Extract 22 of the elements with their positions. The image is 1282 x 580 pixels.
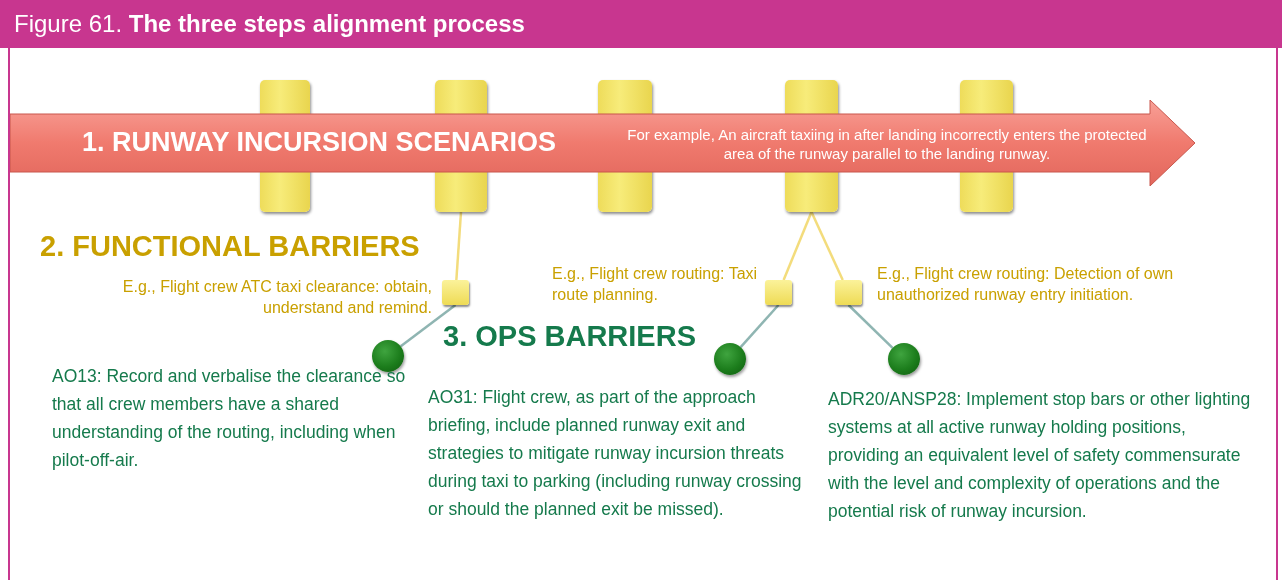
barrier-square [765,280,792,305]
connector-line [455,211,463,281]
connector-line [739,304,780,348]
caption-text: AO13: Record and verbalise the clearance so that all crew members have a shared understanding of the routing, including when pilot-off-air. [52,365,407,472]
connector-line [810,211,844,281]
caption-text: E.g., Flight crew routing: Taxi route planning. [552,264,759,305]
section-heading: 2. FUNCTIONAL BARRIERS [40,230,420,263]
barrier-square [835,280,862,305]
connector-line [400,304,457,348]
connector-line [847,304,894,349]
caption-text: E.g., Flight crew ATC taxi clearance: obtain, understand and remind. [121,277,432,318]
band-text: For example, An aircraft taxiing in after landing incorrectly enters the protected area of the runway parallel to the landing runway. [626,125,1148,163]
caption-text: ADR20/ANSP28: Implement stop bars or other lighting systems at all active runway holding positions, providing an equivalent level of safety commensurate with the level and complexity of operations and the potential risk of runway incursion. [828,388,1252,523]
figure-title: Figure 61. The three steps alignment process [14,10,525,38]
barrier-square [442,280,469,305]
section-heading: 3. OPS BARRIERS [443,320,696,353]
caption-text: E.g., Flight crew routing: Detection of own unauthorized runway entry initiation. [877,264,1175,305]
band-heading: 1. RUNWAY INCURSION SCENARIOS [82,127,557,158]
connector-line [782,211,813,281]
ball-marker [714,343,746,375]
caption-text: AO31: Flight crew, as part of the approach briefing, include planned runway exit and strategies to mitigate runway incursion threats during taxi to parking (including runway crossing or should the planned exit be missed). [428,386,803,521]
ball-marker [888,343,920,375]
